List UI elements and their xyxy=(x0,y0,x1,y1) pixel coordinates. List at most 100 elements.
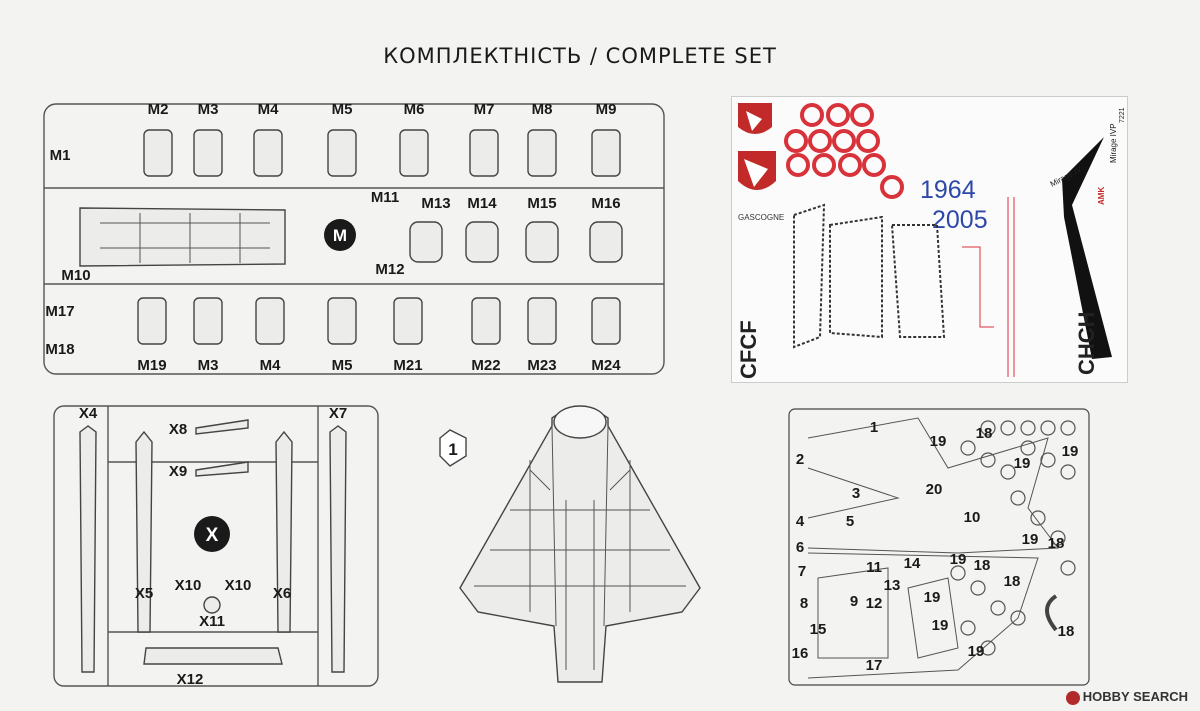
decal-sheet: 1964 2005 GASCOGNE CFCF CHCH Mirage IVP … xyxy=(731,96,1128,383)
roundel-decal xyxy=(880,175,904,199)
sprue-m-label: M23 xyxy=(527,357,556,374)
photoetch-number: 17 xyxy=(866,657,883,674)
sprue-x-label: X7 xyxy=(329,405,347,422)
sprue-m-part xyxy=(589,221,623,263)
sprue-m-label: M5 xyxy=(332,101,353,118)
photoetch-mask xyxy=(960,620,976,636)
photoetch-mask xyxy=(1060,560,1076,576)
sprue-x-label: X5 xyxy=(135,585,153,602)
walkway-decals xyxy=(793,203,946,349)
sprue-x-badge xyxy=(194,516,230,552)
photoetch-mask xyxy=(1000,420,1016,436)
photoetch-number: 11 xyxy=(866,559,882,576)
photoetch-mask xyxy=(1050,530,1066,546)
photoetch-mask xyxy=(970,580,986,596)
sprue-m-part xyxy=(465,221,499,263)
sprue-m-label: M3 xyxy=(198,357,219,374)
roundel-decal xyxy=(832,129,856,153)
photoetch-mask xyxy=(1030,510,1046,526)
photoetch-number: 8 xyxy=(800,595,808,612)
sprue-m-part xyxy=(591,297,621,345)
code-ch-decal: CHCH xyxy=(1074,311,1099,375)
decal-year-2005: 2005 xyxy=(932,206,988,234)
photoetch-number: 2 xyxy=(796,451,804,468)
sprue-m-label: M2 xyxy=(148,101,169,118)
roundel-decal xyxy=(812,153,836,177)
missile-x7 xyxy=(329,425,347,673)
sprue-x-label: X9 xyxy=(169,463,187,480)
photoetch-mask xyxy=(1040,452,1056,468)
watermark-text: HOBBY SEARCH xyxy=(1082,689,1188,705)
photoetch-number: 20 xyxy=(926,481,943,498)
photoetch-number: 19 xyxy=(968,643,985,660)
photoetch-mask xyxy=(1040,420,1056,436)
photoetch-number: 18 xyxy=(974,557,991,574)
photoetch-number: 18 xyxy=(1004,573,1021,590)
fuselage-panel: 1 xyxy=(439,405,701,683)
step-badge xyxy=(439,429,467,467)
sprue-m-label: M22 xyxy=(471,357,500,374)
step-badge-number: 1 xyxy=(448,440,457,459)
part-x11 xyxy=(203,596,221,614)
decal-sheet-art: 1964 2005 GASCOGNE CFCF CHCH Mirage IVP … xyxy=(736,103,1126,379)
kit-code: 7221 xyxy=(1119,107,1126,123)
sprue-m-label: M21 xyxy=(393,357,422,374)
sprue-m-label: M13 xyxy=(421,195,450,212)
sprue-m-label: M5 xyxy=(332,357,353,374)
sprue-m-part xyxy=(399,129,429,177)
sprue-x-label: X6 xyxy=(273,585,291,602)
sprue-m-label: M7 xyxy=(474,101,495,118)
sprue-m-part xyxy=(255,297,285,345)
sprue-m-label: M3 xyxy=(198,101,219,118)
photoetch-number: 19 xyxy=(930,433,947,450)
sprue-m-part xyxy=(525,221,559,263)
photoetch-number: 14 xyxy=(904,555,921,572)
sprue-m-label: M15 xyxy=(527,195,556,212)
sprue-m-label: M1 xyxy=(50,147,71,164)
chevron-decal xyxy=(1062,137,1112,359)
sprue-m-part xyxy=(193,129,223,177)
brand-logo: AMK xyxy=(1097,187,1106,205)
sprue-x-label: X4 xyxy=(79,405,98,422)
decal-year-1964: 1964 xyxy=(920,176,976,204)
hobbysearch-watermark: HOBBY SEARCH xyxy=(1065,689,1188,705)
sprue-x-label: X8 xyxy=(169,421,187,438)
sprue-m-label: M6 xyxy=(404,101,425,118)
sprue-m-label: M12 xyxy=(375,261,404,278)
part-x5 xyxy=(135,430,153,633)
photoetch-number: 3 xyxy=(852,485,860,502)
photoetch-number: 19 xyxy=(1022,531,1039,548)
sprue-m-part xyxy=(527,129,557,177)
sprue-m-part xyxy=(469,129,499,177)
sprue-m-label: M16 xyxy=(591,195,620,212)
sprue-m-label: M18 xyxy=(45,341,74,358)
sprue-m-part xyxy=(527,297,557,345)
photoetch-number: 10 xyxy=(964,509,981,526)
sprue-m-label: M8 xyxy=(532,101,553,118)
sprue-x-label: X12 xyxy=(177,671,204,688)
stripe-decals xyxy=(962,197,1015,377)
sprue-m-label: M4 xyxy=(258,101,279,118)
hobbysearch-logo-icon xyxy=(1065,691,1080,705)
photoetch-mask xyxy=(1010,490,1026,506)
sprue-m-part xyxy=(137,297,167,345)
photoetch-number: 18 xyxy=(976,425,993,442)
sprue-m-label: M19 xyxy=(137,357,166,374)
part-x6 xyxy=(275,430,293,633)
photoetch-mask xyxy=(1010,610,1026,626)
part-x12 xyxy=(143,647,283,665)
photoetch-mask xyxy=(980,452,996,468)
part-m10 xyxy=(79,207,286,267)
sprue-m-badge-text: M xyxy=(333,226,347,245)
roundel-decal xyxy=(826,103,850,127)
gascogne-label: GASCOGNE xyxy=(738,213,784,222)
sprue-m-part xyxy=(409,221,443,263)
sprue-m-part xyxy=(193,297,223,345)
photoetch-number: 19 xyxy=(932,617,949,634)
sprue-x-label: X10 xyxy=(175,577,202,594)
